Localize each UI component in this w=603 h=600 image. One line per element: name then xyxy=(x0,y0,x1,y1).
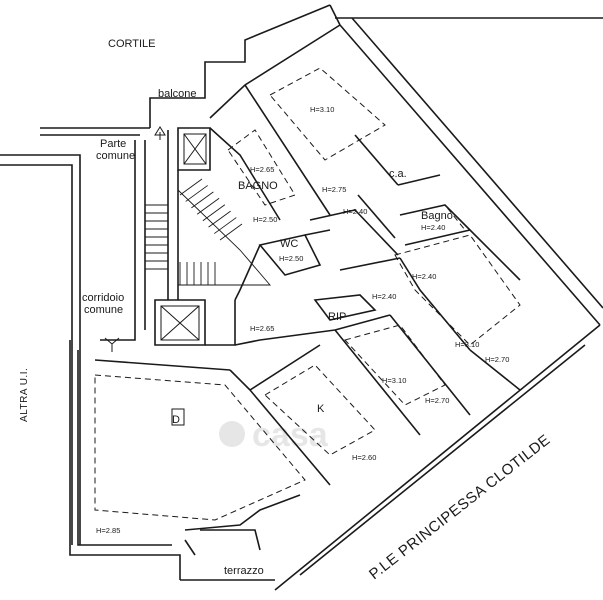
stair-tread xyxy=(208,210,231,228)
height-label: H=2.60 xyxy=(352,453,376,462)
markers xyxy=(104,126,185,426)
ceiling-outlines xyxy=(94,67,521,521)
stair-outline xyxy=(177,189,271,286)
stair-tread xyxy=(191,191,214,209)
watermark-text: casa xyxy=(252,416,329,454)
height-label: H=2.50 xyxy=(279,254,303,263)
balcone-label: balcone xyxy=(158,88,197,100)
corridoio-label-1: corridoio xyxy=(82,292,124,304)
height-label: H=2.85 xyxy=(96,526,120,535)
height-label: H=2.40 xyxy=(372,292,396,301)
terrazzo-label: terrazzo xyxy=(224,565,264,577)
street-label: P.LE PRINCIPESSA CLOTILDE xyxy=(366,431,554,583)
interior-walls xyxy=(94,24,521,556)
cortile-label: CORTILE xyxy=(108,38,155,50)
room-d-box xyxy=(171,408,185,426)
room-wc: WC xyxy=(280,238,298,250)
room-rip: RIP xyxy=(328,311,346,323)
room-k: K xyxy=(317,403,325,415)
height-label: H=3.10 xyxy=(310,105,334,114)
height-label: H=2.65 xyxy=(250,324,274,333)
height-label: H=2.40 xyxy=(421,223,445,232)
room-bagno: BAGNO xyxy=(238,180,278,192)
altra-ui-label: ALTRA U.I. xyxy=(19,368,30,422)
parte-comune-label-2: comune xyxy=(96,150,135,162)
corridoio-label-2: comune xyxy=(84,304,123,316)
height-label: H=2.40 xyxy=(412,272,436,281)
stair-tread xyxy=(202,204,226,222)
height-label: H=2.70 xyxy=(485,355,509,364)
room-bagno-2: Bagno xyxy=(421,210,453,222)
room-ca: c.a. xyxy=(389,168,407,180)
stair-tread xyxy=(185,185,208,202)
height-label: H=2.70 xyxy=(425,396,449,405)
parte-comune-label-1: Parte xyxy=(100,138,126,150)
height-label: H=3.10 xyxy=(455,340,479,349)
height-label: H=2.65 xyxy=(250,165,274,174)
stair-tread xyxy=(214,217,237,234)
height-label: H=2.50 xyxy=(253,215,277,224)
height-label: H=2.75 xyxy=(322,185,346,194)
height-label: H=3.10 xyxy=(382,376,406,385)
labels: CORTILE balcone Parte comune corridoio c… xyxy=(19,38,554,583)
watermark: casa xyxy=(219,416,329,454)
stair-tread xyxy=(179,178,203,196)
staircase xyxy=(145,178,271,286)
stair-tread xyxy=(219,223,243,241)
room-d: D xyxy=(172,414,180,426)
height-label: H=2.40 xyxy=(343,207,367,216)
elevator-shafts xyxy=(160,133,207,341)
